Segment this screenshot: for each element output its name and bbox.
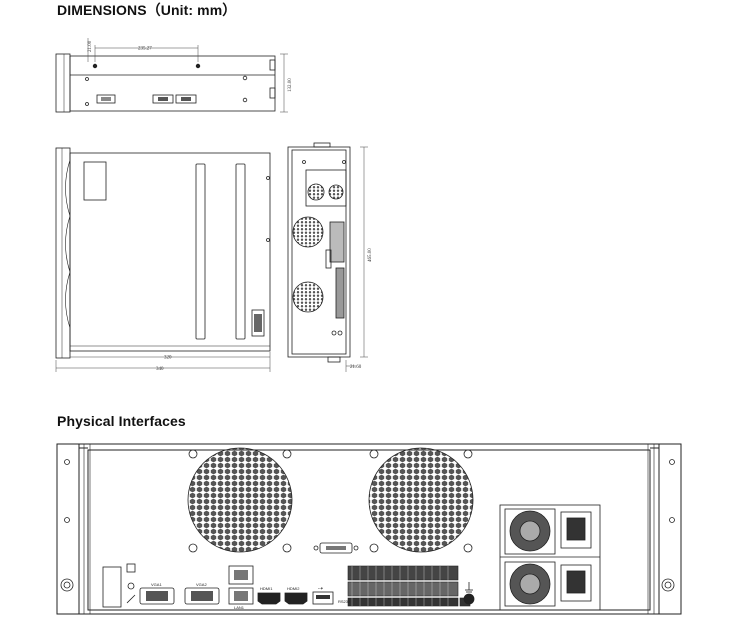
label-hdmi2: HDMI2: [287, 586, 300, 591]
label-vga2: VGA2: [196, 582, 207, 587]
fan-left: [187, 447, 293, 553]
rear-view-small-dimension-lines: [345, 146, 368, 372]
dim-width-outer: 340: [156, 367, 164, 372]
hdmi-ports: [257, 592, 308, 605]
rack-ears: [60, 459, 675, 592]
dim-hole-spacing: 235.27: [138, 47, 152, 52]
front-view: [55, 53, 276, 113]
left-io-column: [102, 563, 136, 608]
label-rs232: RS232: [338, 599, 351, 604]
dim-depth: 465.00: [368, 248, 373, 262]
lan-ports: [228, 565, 254, 605]
fan-right: [368, 447, 474, 553]
front-view-dimension-lines: [87, 38, 288, 113]
side-view-dimension-lines: [55, 352, 271, 372]
label-hdmi1: HDMI1: [260, 586, 273, 591]
svg-text:⇢: ⇢: [318, 586, 323, 592]
ground-terminal: [463, 582, 475, 605]
dim-front-height: 132.00: [288, 78, 293, 92]
usb-port: ⇢: [312, 586, 334, 605]
label-vga1: VGA1: [151, 582, 162, 587]
serial-port-top: [313, 542, 359, 554]
power-supply: [499, 504, 601, 611]
vga-ports: [139, 587, 220, 605]
side-view: [55, 147, 271, 359]
physical-interfaces-heading: Physical Interfaces: [57, 413, 186, 429]
rear-view-small: [287, 142, 351, 363]
alarm-terminal-block: [347, 565, 471, 607]
dimensions-heading: DIMENSIONS（Unit: mm）: [57, 2, 237, 18]
dim-side-flange: 21.60: [350, 365, 362, 370]
dim-width-inner: 320: [164, 356, 172, 361]
rear-panel: [56, 443, 682, 615]
dim-top-offset: 21.00: [88, 40, 93, 52]
label-lan1: LAN1: [234, 605, 245, 610]
